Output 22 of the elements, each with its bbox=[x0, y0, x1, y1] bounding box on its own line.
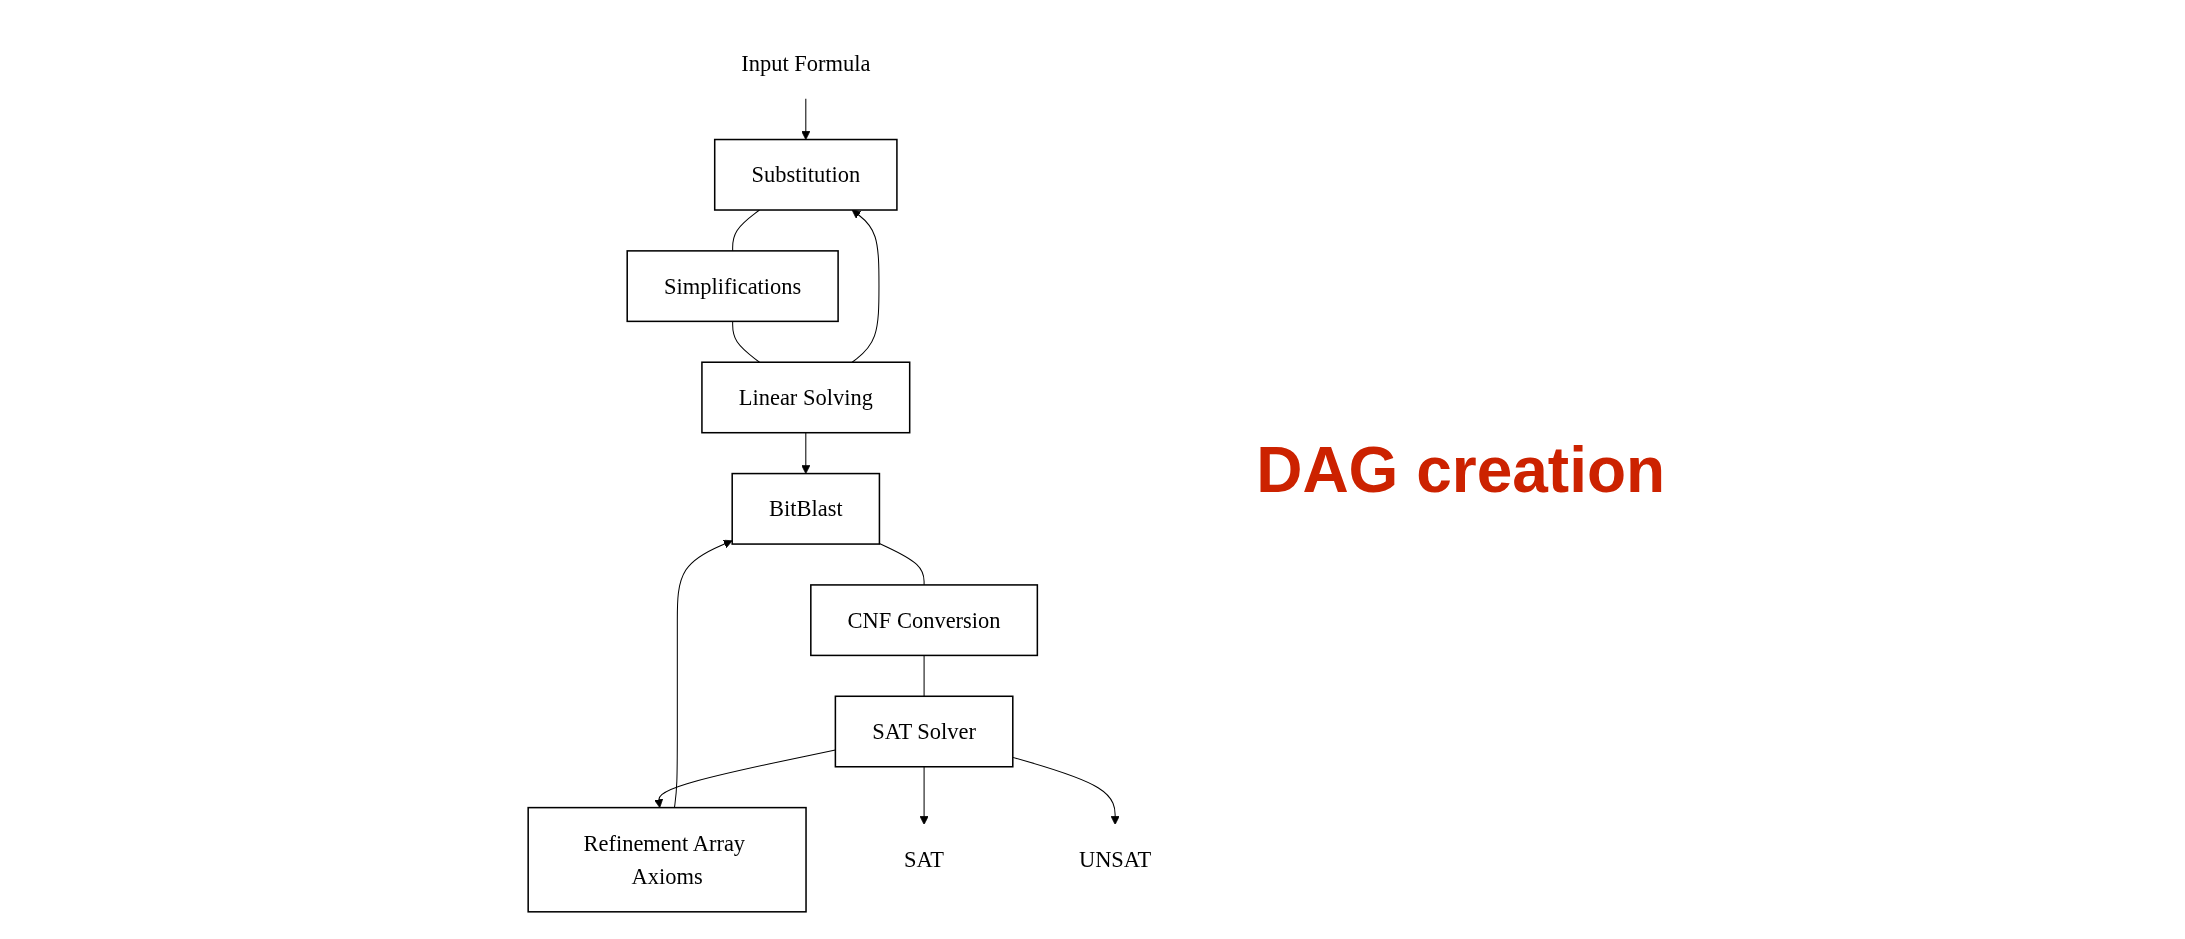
arrow bbox=[673, 539, 733, 808]
node-box: Linear Solving bbox=[701, 360, 911, 433]
arrow bbox=[654, 749, 836, 808]
arrow bbox=[851, 209, 880, 363]
node-text: Input Formula bbox=[741, 50, 871, 76]
connector bbox=[732, 209, 760, 251]
arrow bbox=[801, 431, 811, 474]
node-box: Refinement Array Axioms bbox=[527, 806, 807, 913]
node-box: Substitution bbox=[713, 138, 898, 211]
connector bbox=[878, 542, 925, 585]
node-text: SAT bbox=[903, 846, 944, 872]
arrow bbox=[919, 765, 929, 825]
node-box: CNF Conversion bbox=[809, 583, 1038, 656]
node-text: UNSAT bbox=[1078, 846, 1152, 872]
node-box: Simplifications bbox=[626, 249, 839, 322]
arrow bbox=[801, 97, 811, 140]
connector bbox=[732, 320, 760, 363]
annotation-label: DAG creation bbox=[1256, 432, 1666, 507]
connector bbox=[923, 654, 925, 697]
arrow bbox=[1012, 756, 1120, 825]
node-box: BitBlast bbox=[731, 472, 881, 545]
node-box: SAT Solver bbox=[834, 695, 1014, 768]
